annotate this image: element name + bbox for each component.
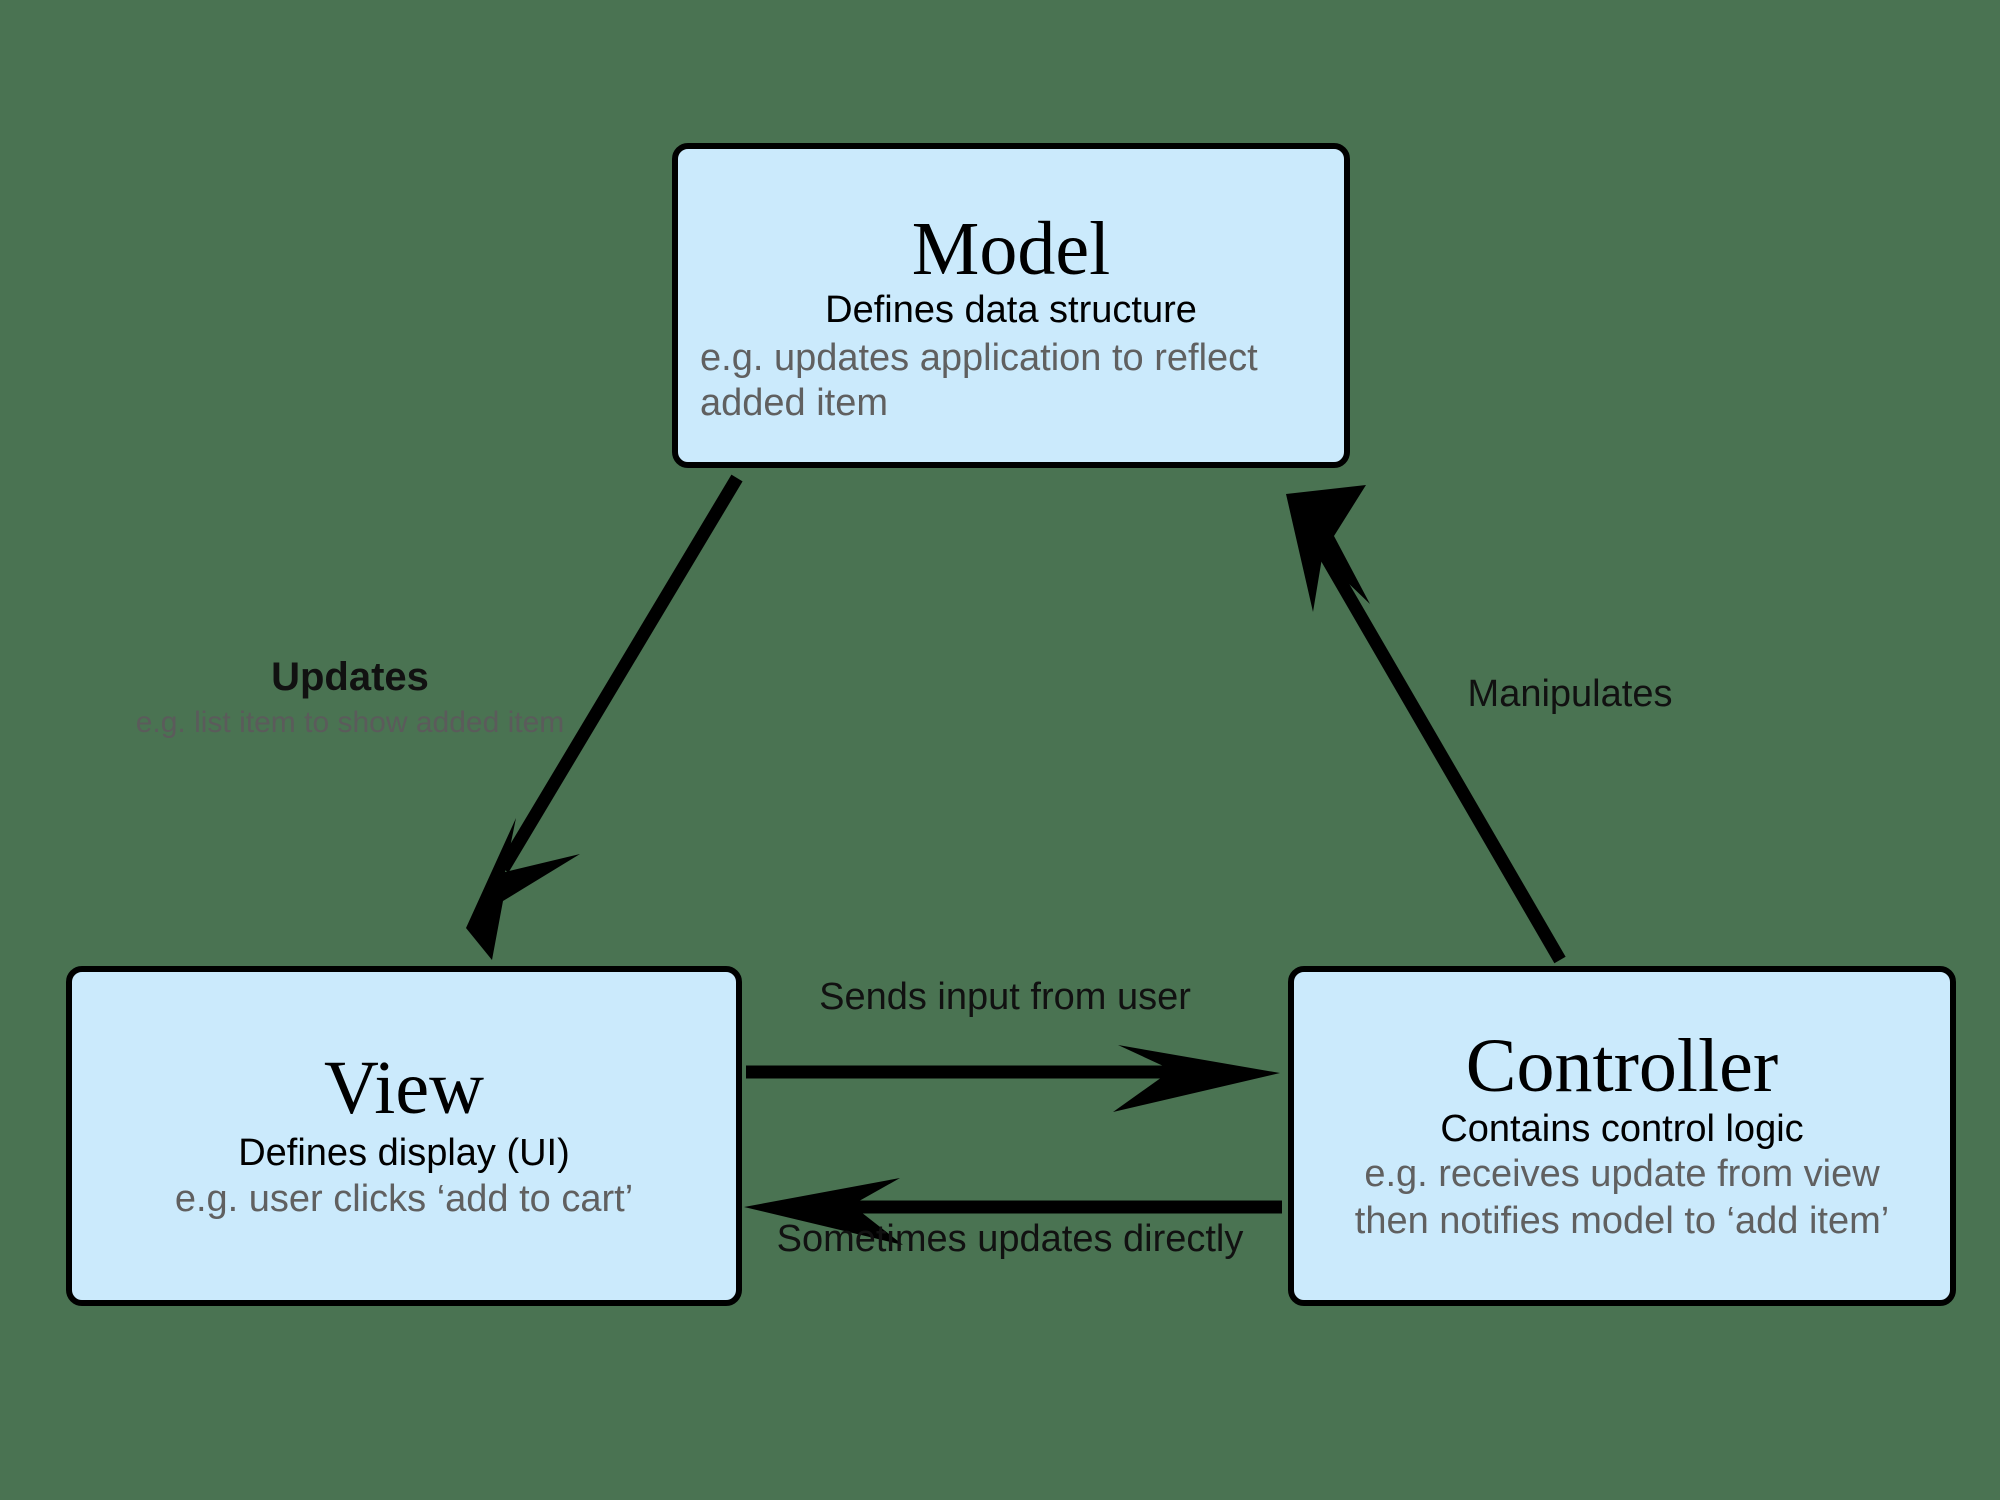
arrow-controller-to-model [1286, 485, 1566, 964]
edge-label-updates-text: Updates [271, 655, 429, 699]
arrow-view-to-controller [746, 1045, 1280, 1112]
edge-label-sometimes-updates: Sometimes updates directly [750, 1218, 1270, 1261]
arrow-model-to-view [466, 474, 743, 960]
edge-label-sometimes-updates-text: Sometimes updates directly [776, 1218, 1244, 1260]
edge-label-sends-input: Sends input from user [755, 976, 1255, 1019]
model-title: Model [911, 207, 1111, 292]
arrow-controller-to-view [744, 1178, 1282, 1245]
model-example: e.g. updates application to reflect adde… [700, 336, 1258, 424]
view-title: View [323, 1046, 485, 1131]
controller-title: Controller [1465, 1023, 1779, 1108]
edge-label-updates-example: e.g. list item to show added item [135, 706, 565, 739]
edge-label-updates: Updates e.g. list item to show added ite… [120, 655, 580, 740]
controller-example-line2: then notifies model to ‘add item’ [1354, 1200, 1890, 1243]
node-view[interactable]: View Defines display (UI) e.g. user clic… [66, 966, 742, 1306]
controller-example-line1: e.g. receives update from view [1364, 1153, 1880, 1196]
edge-label-manipulates-text: Manipulates [1467, 673, 1673, 715]
node-model[interactable]: Model Defines data structure e.g. update… [672, 143, 1350, 468]
model-subtitle: Defines data structure [825, 289, 1197, 332]
edge-label-sends-input-text: Sends input from user [819, 976, 1191, 1018]
controller-subtitle: Contains control logic [1440, 1107, 1804, 1150]
node-controller[interactable]: Controller Contains control logic e.g. r… [1288, 966, 1956, 1306]
edge-label-manipulates: Manipulates [1400, 673, 1740, 716]
view-example: e.g. user clicks ‘add to cart’ [174, 1177, 634, 1220]
view-subtitle: Defines display (UI) [238, 1132, 570, 1175]
